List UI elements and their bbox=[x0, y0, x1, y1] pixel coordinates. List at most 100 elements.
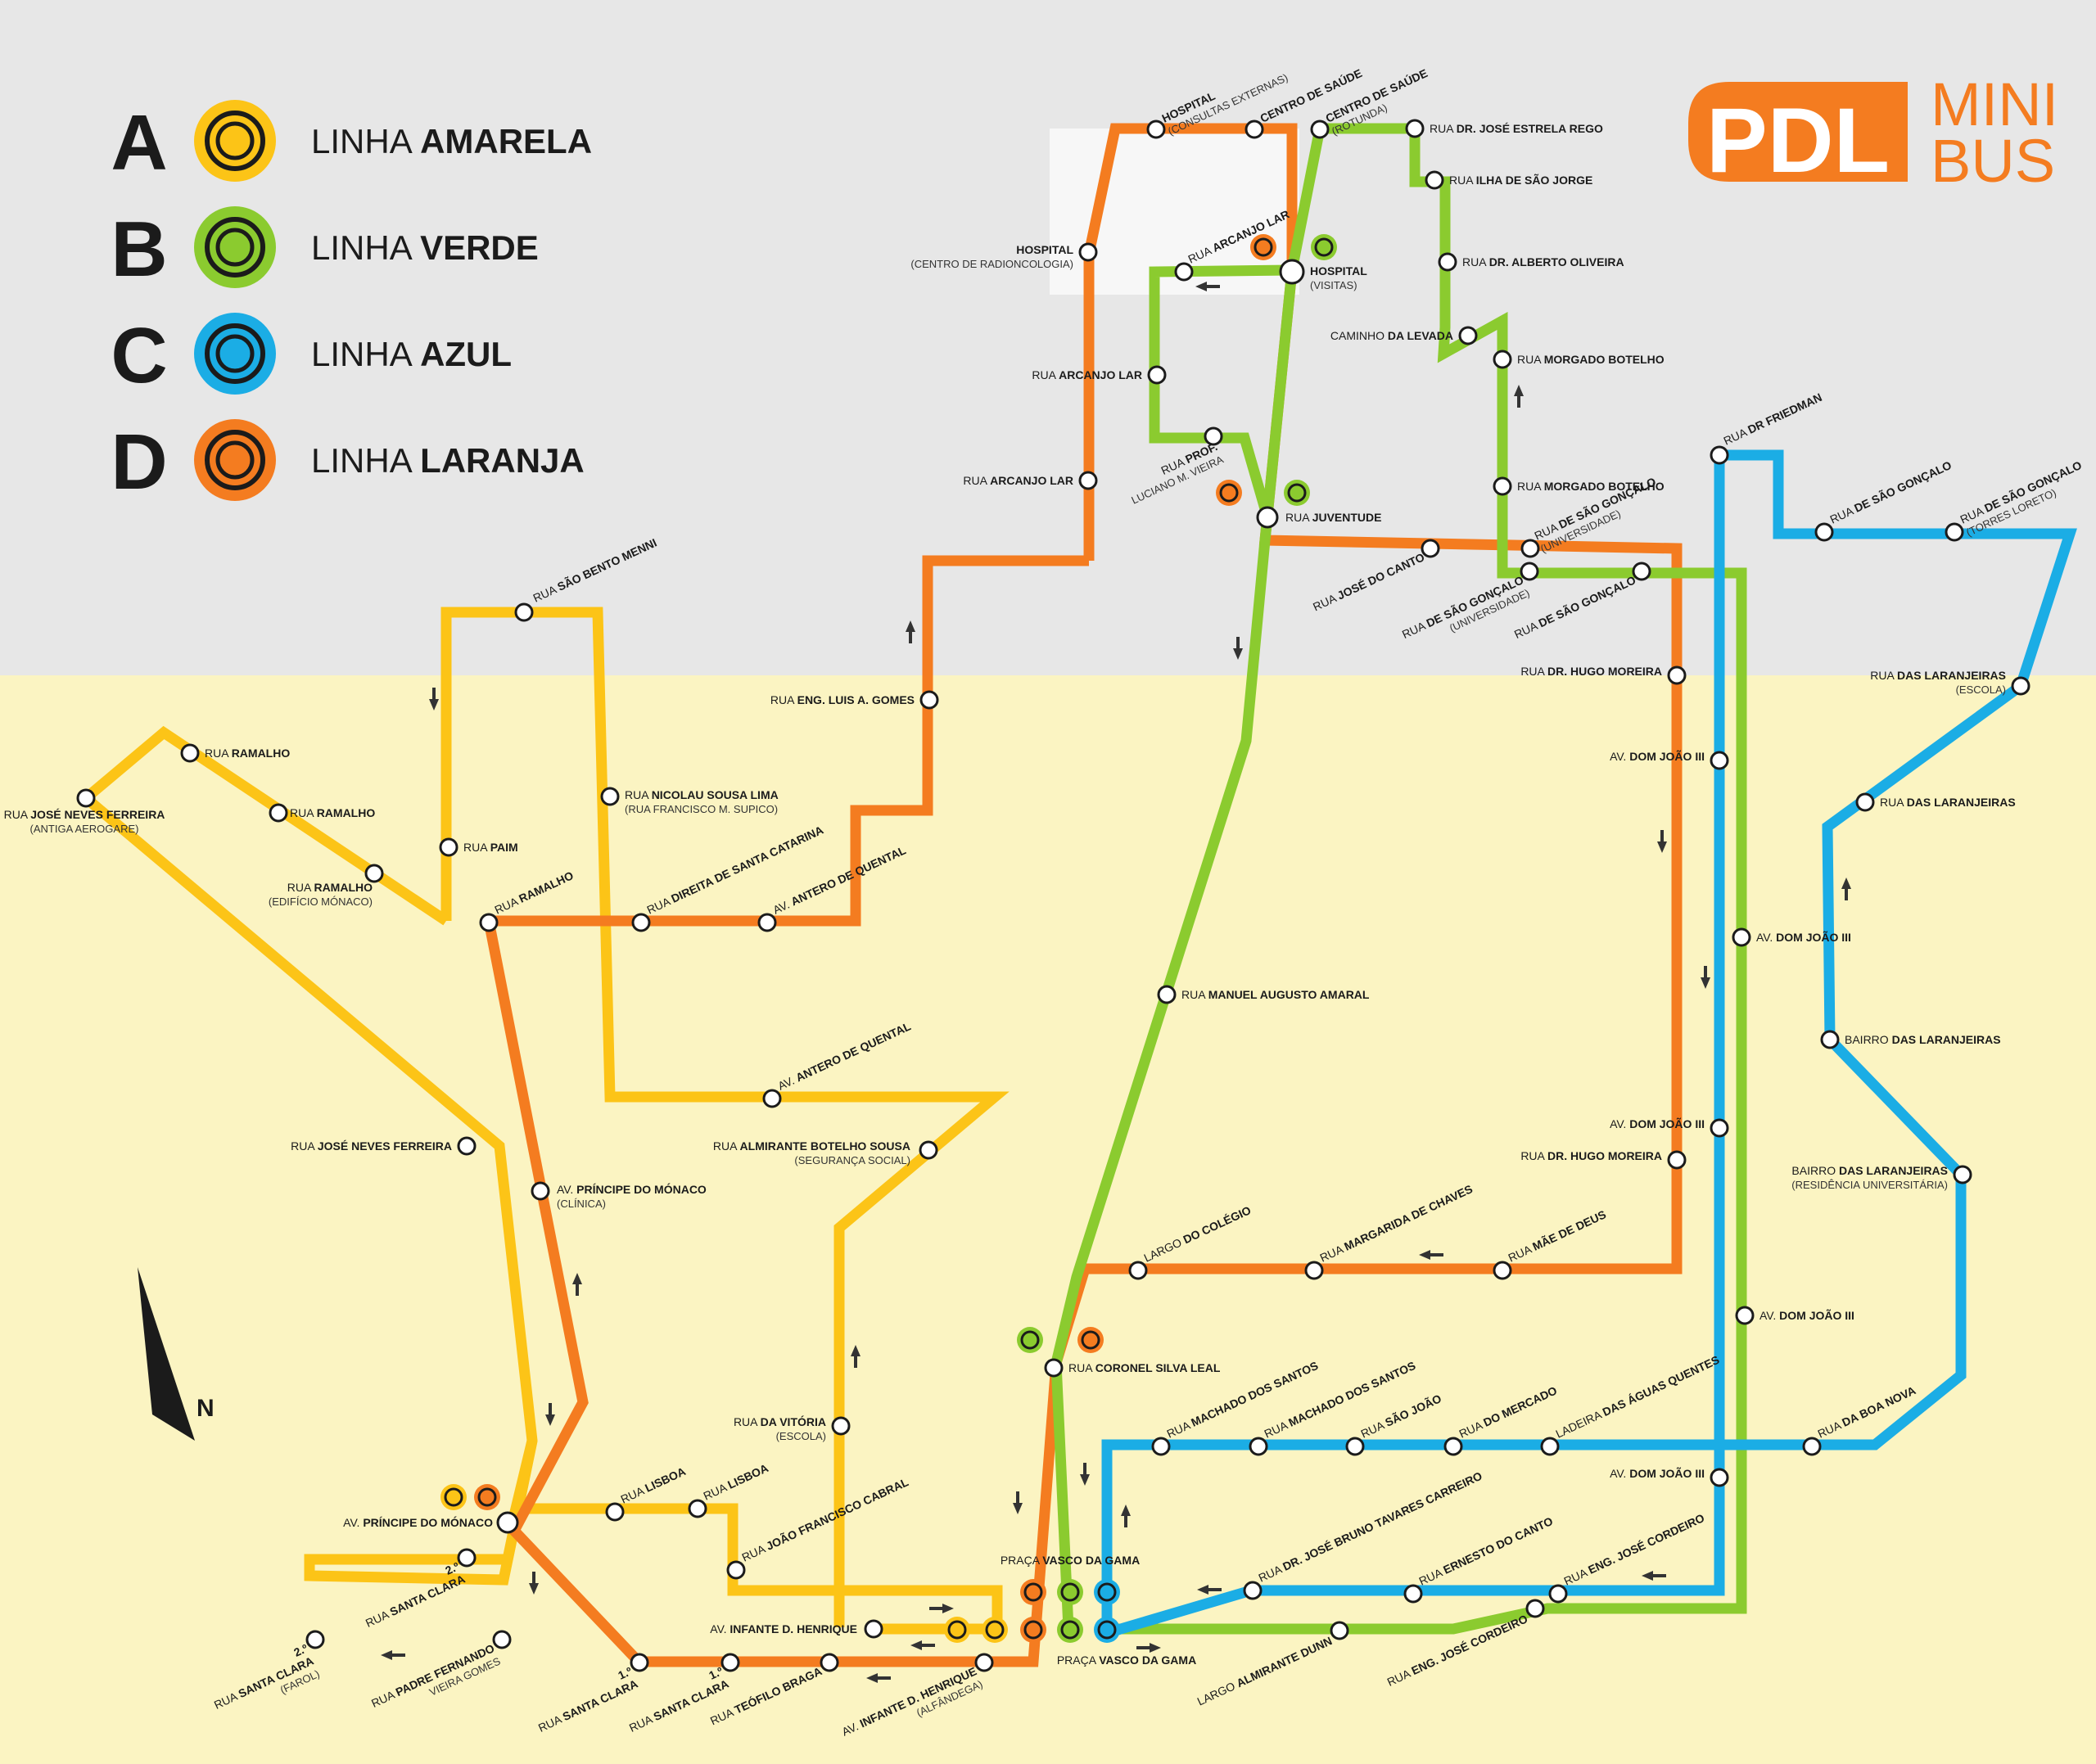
stop-ramalho-monaco[interactable]: RUA RAMALHO(EDIFÍCIO MÓNACO) bbox=[269, 864, 384, 908]
stop-marker-icon[interactable] bbox=[1855, 792, 1875, 812]
stop-marker-icon[interactable] bbox=[1044, 1358, 1064, 1378]
stop-marker-icon[interactable] bbox=[1078, 242, 1098, 262]
stop-infante[interactable]: AV. INFANTE D. HENRIQUE bbox=[710, 1619, 883, 1639]
stop-marker-icon[interactable] bbox=[1249, 1437, 1268, 1456]
stop-morgado2[interactable]: RUA MORGADO BOTELHO bbox=[1493, 476, 1665, 496]
stop-principe[interactable]: AV. PRÍNCIPE DO MÓNACO bbox=[343, 1511, 519, 1534]
stop-marker-icon[interactable] bbox=[1403, 1584, 1423, 1604]
stop-laranjeiras-escola[interactable]: RUA DAS LARANJEIRAS(ESCOLA) bbox=[1870, 669, 2030, 696]
stop-marker-icon[interactable] bbox=[1147, 365, 1167, 385]
stop-marker-icon[interactable] bbox=[1204, 426, 1223, 446]
stop-marker-icon[interactable] bbox=[820, 1653, 839, 1672]
stop-arcanjo-lar-low[interactable]: RUA ARCANJO LAR bbox=[963, 471, 1098, 490]
stop-marker-icon[interactable] bbox=[726, 1560, 746, 1580]
stop-marker-icon[interactable] bbox=[720, 1653, 740, 1672]
stop-praca-top[interactable]: PRAÇA VASCO DA GAMA bbox=[1001, 1554, 1140, 1567]
stop-marker-icon[interactable] bbox=[496, 1511, 519, 1534]
stop-marker-icon[interactable] bbox=[457, 1548, 477, 1568]
stop-marker-icon[interactable] bbox=[1128, 1261, 1148, 1280]
stop-jose-neves-aero[interactable]: RUA JOSÉ NEVES FERREIRA(ANTIGA AEROGARE) bbox=[4, 788, 165, 835]
stop-ramalho-1[interactable]: RUA RAMALHO bbox=[180, 743, 290, 763]
stop-morgado1[interactable]: RUA MORGADO BOTELHO bbox=[1493, 350, 1665, 369]
stop-bairro-laranjeiras[interactable]: BAIRRO DAS LARANJEIRAS bbox=[1820, 1030, 2001, 1049]
stop-marker-icon[interactable] bbox=[1802, 1437, 1822, 1456]
stop-marker-icon[interactable] bbox=[1425, 170, 1444, 190]
stop-marker-icon[interactable] bbox=[1279, 259, 1305, 285]
stop-coronel[interactable]: RUA CORONEL SILVA LEAL bbox=[1044, 1358, 1221, 1378]
stop-caminho-levada[interactable]: CAMINHO DA LEVADA bbox=[1330, 326, 1478, 345]
stop-marker-icon[interactable] bbox=[688, 1499, 707, 1518]
stop-marker-icon[interactable] bbox=[919, 1140, 938, 1160]
stop-ramalho-2[interactable]: RUA RAMALHO bbox=[269, 803, 375, 823]
stop-marker-icon[interactable] bbox=[1493, 476, 1512, 496]
stop-dom-joao-1[interactable]: AV. DOM JOÃO III bbox=[1610, 749, 1729, 770]
stop-marker-icon[interactable] bbox=[631, 913, 651, 932]
stop-nicolau[interactable]: RUA NICOLAU SOUSA LIMA(RUA FRANCISCO M. … bbox=[600, 787, 779, 815]
stop-marker-icon[interactable] bbox=[1493, 350, 1512, 369]
stop-marker-icon[interactable] bbox=[1710, 445, 1729, 465]
stop-dom-joao-4[interactable]: AV. DOM JOÃO III bbox=[1735, 1306, 1854, 1325]
stop-dom-joao-3[interactable]: AV. DOM JOÃO III bbox=[1610, 1117, 1729, 1138]
stop-marker-icon[interactable] bbox=[1525, 1599, 1545, 1618]
stop-marker-icon[interactable] bbox=[1735, 1306, 1755, 1325]
stop-marker-icon[interactable] bbox=[1304, 1261, 1324, 1280]
stop-marker-icon[interactable] bbox=[1078, 471, 1098, 490]
stop-marker-icon[interactable] bbox=[1945, 522, 1964, 542]
stop-marker-icon[interactable] bbox=[305, 1630, 325, 1649]
stop-bairro-residencia[interactable]: BAIRRO DAS LARANJEIRAS(RESIDÊNCIA UNIVER… bbox=[1791, 1164, 1972, 1191]
stop-marker-icon[interactable] bbox=[479, 913, 499, 932]
stop-marker-icon[interactable] bbox=[1520, 562, 1539, 581]
stop-marker-icon[interactable] bbox=[1438, 252, 1457, 272]
stop-marker-icon[interactable] bbox=[1814, 522, 1834, 542]
stop-marker-icon[interactable] bbox=[514, 602, 534, 622]
stop-marker-icon[interactable] bbox=[1520, 539, 1540, 558]
stop-marker-icon[interactable] bbox=[919, 690, 939, 710]
stop-marker-icon[interactable] bbox=[1174, 262, 1194, 282]
stop-marker-icon[interactable] bbox=[974, 1653, 994, 1672]
stop-marker-icon[interactable] bbox=[630, 1653, 649, 1672]
stop-almirante-botelho[interactable]: RUA ALMIRANTE BOTELHO SOUSA(SEGURANÇA SO… bbox=[713, 1139, 938, 1166]
stop-dom-joao-5[interactable]: AV. DOM JOÃO III bbox=[1610, 1466, 1729, 1487]
stop-marker-icon[interactable] bbox=[1458, 326, 1478, 345]
stop-dom-joao-2[interactable]: AV. DOM JOÃO III bbox=[1732, 927, 1851, 947]
stop-marker-icon[interactable] bbox=[1421, 539, 1440, 558]
stop-ilha-sjorge[interactable]: RUA ILHA DE SÃO JORGE bbox=[1425, 170, 1592, 190]
stop-juventude[interactable]: RUA JUVENTUDE bbox=[1256, 506, 1381, 529]
stop-arcanjo-lar-mid[interactable]: RUA ARCANJO LAR bbox=[1032, 365, 1167, 385]
stop-alberto-oliveira[interactable]: RUA DR. ALBERTO OLIVEIRA bbox=[1438, 252, 1624, 272]
stop-marker-icon[interactable] bbox=[1405, 119, 1425, 138]
stop-marker-icon[interactable] bbox=[76, 788, 96, 808]
stop-jose-neves[interactable]: RUA JOSÉ NEVES FERREIRA bbox=[291, 1136, 477, 1156]
stop-laranjeiras[interactable]: RUA DAS LARANJEIRAS bbox=[1855, 792, 2016, 812]
stop-eng-luis[interactable]: RUA ENG. LUIS A. GOMES bbox=[770, 690, 939, 710]
stop-marker-icon[interactable] bbox=[269, 803, 288, 823]
stop-marker-icon[interactable] bbox=[439, 837, 458, 857]
stop-paim[interactable]: RUA PAIM bbox=[439, 837, 518, 857]
stop-marker-icon[interactable] bbox=[1548, 1584, 1568, 1604]
stop-marker-icon[interactable] bbox=[1710, 1468, 1729, 1487]
stop-hosp-radio[interactable]: HOSPITAL(CENTRO DE RADIONCOLOGIA) bbox=[910, 242, 1098, 270]
stop-marker-icon[interactable] bbox=[605, 1502, 625, 1522]
stop-marker-icon[interactable] bbox=[2011, 676, 2030, 696]
stop-marker-icon[interactable] bbox=[1243, 1581, 1263, 1600]
stop-praca-bottom[interactable]: PRAÇA VASCO DA GAMA bbox=[1057, 1653, 1196, 1667]
stop-marker-icon[interactable] bbox=[757, 913, 777, 932]
stop-marker-icon[interactable] bbox=[1632, 562, 1651, 581]
stop-marker-icon[interactable] bbox=[457, 1136, 477, 1156]
stop-hugo-moreira1[interactable]: RUA DR. HUGO MOREIRA bbox=[1520, 665, 1687, 685]
stop-marker-icon[interactable] bbox=[1330, 1621, 1349, 1640]
stop-marker-icon[interactable] bbox=[364, 864, 384, 883]
stop-principe-clinica[interactable]: AV. PRÍNCIPE DO MÓNACO(CLÍNICA) bbox=[531, 1181, 707, 1210]
stop-marker-icon[interactable] bbox=[1667, 1150, 1687, 1170]
stop-hugo-moreira2[interactable]: RUA DR. HUGO MOREIRA bbox=[1520, 1149, 1687, 1170]
stop-marker-icon[interactable] bbox=[600, 787, 620, 806]
stop-marker-icon[interactable] bbox=[1667, 665, 1687, 685]
stop-marker-icon[interactable] bbox=[762, 1089, 782, 1108]
stop-marker-icon[interactable] bbox=[531, 1181, 550, 1201]
stop-marker-icon[interactable] bbox=[1256, 506, 1279, 529]
stop-marker-icon[interactable] bbox=[1710, 751, 1729, 770]
stop-marker-icon[interactable] bbox=[1732, 927, 1751, 947]
stop-estrela-rego[interactable]: RUA DR. JOSÉ ESTRELA REGO bbox=[1405, 119, 1603, 138]
stop-hosp-visitas[interactable]: HOSPITAL(VISITAS) bbox=[1279, 259, 1367, 291]
stop-vitoria[interactable]: RUA DA VITÓRIA(ESCOLA) bbox=[734, 1414, 851, 1442]
